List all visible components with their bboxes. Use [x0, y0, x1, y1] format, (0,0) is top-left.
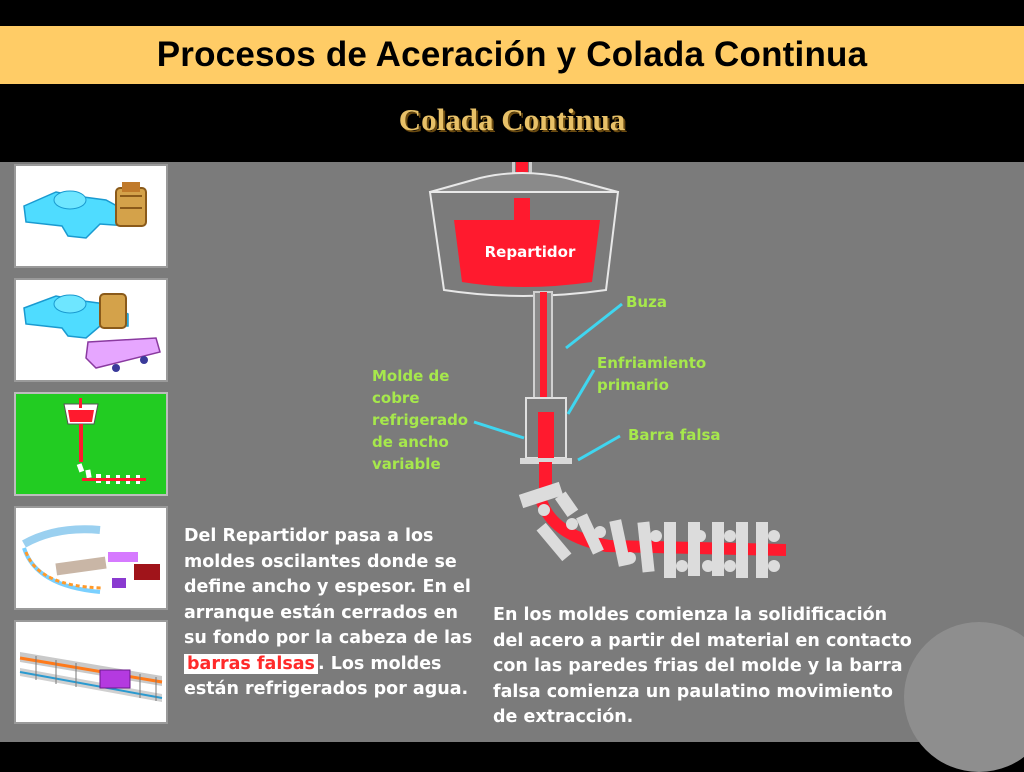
thumbnail-ladle-tundish[interactable] — [14, 278, 168, 382]
thumbnail-ladle-transfer[interactable] — [14, 164, 168, 268]
mould-base — [520, 458, 572, 464]
content-panel: Repartidor Buza Enfriamiento primario Ba… — [0, 162, 1024, 742]
thumbnail-caster-active[interactable] — [14, 392, 168, 496]
tundish-cover — [429, 172, 619, 193]
continuous-casting-diagram: Repartidor — [428, 162, 786, 578]
title-bar: Procesos de Aceración y Colada Continua — [0, 26, 1024, 84]
label-enfriamiento-primario: Enfriamiento primario — [597, 354, 707, 394]
label-barra-falsa: Barra falsa — [628, 426, 721, 444]
highlight-barras-falsas: barras falsas — [184, 653, 318, 674]
label-molde-cobre: Molde de cobre refrigerado de ancho vari… — [372, 367, 469, 473]
label-buza: Buza — [626, 293, 667, 311]
description-right: En los moldes comienza la solidificación… — [493, 605, 912, 727]
slide-subtitle: Colada Continua — [398, 102, 626, 137]
thumbnail-run-out-table[interactable] — [14, 620, 168, 724]
tundish-steel — [454, 220, 600, 287]
slide-title: Procesos de Aceración y Colada Continua — [156, 35, 868, 74]
description-left: Del Repartidor pasa a los moldes oscilan… — [184, 524, 484, 703]
description-left-before: Del Repartidor pasa a los moldes oscilan… — [184, 526, 473, 648]
thumbnail-strand-curve[interactable] — [14, 506, 168, 610]
description-left-after: . Los moldes están refrigerados por agua… — [184, 653, 469, 700]
decorative-circle — [904, 622, 1024, 772]
callout-lines — [473, 302, 623, 462]
repartidor-label: Repartidor — [485, 243, 576, 261]
